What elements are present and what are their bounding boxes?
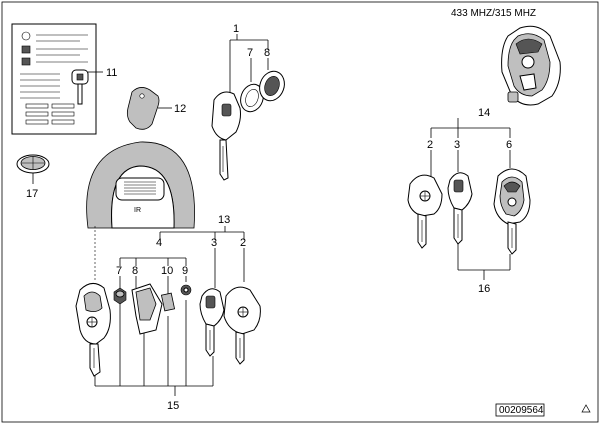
right-key-group-leaders <box>430 118 511 280</box>
contact-plate <box>160 292 176 312</box>
ir-label: IR <box>134 207 141 214</box>
key-2-right <box>407 174 443 249</box>
callout-3a: 3 <box>454 139 460 151</box>
callout-2a: 2 <box>427 139 433 151</box>
callout-10: 10 <box>161 265 173 277</box>
callout-9: 9 <box>182 265 188 277</box>
callout-2b: 2 <box>240 237 246 249</box>
drawing-number-box: 00209564 <box>495 403 545 417</box>
callout-7a: 7 <box>247 47 253 59</box>
remote-battery-cover <box>126 87 172 130</box>
callout-14: 14 <box>478 107 490 119</box>
callout-8a: 8 <box>264 47 270 59</box>
remote-key-large <box>75 283 111 377</box>
callout-15: 15 <box>167 400 179 412</box>
callout-12: 12 <box>174 103 186 115</box>
top-key-group-leaders <box>229 34 269 96</box>
remote-key-top-view <box>501 25 561 106</box>
callout-17: 17 <box>26 188 38 200</box>
key-ring-washer <box>240 83 264 113</box>
callout-16: 16 <box>478 283 490 295</box>
callout-6a: 6 <box>506 139 512 151</box>
callout-3b: 3 <box>211 237 217 249</box>
callout-7b: 7 <box>116 265 122 277</box>
callout-13: 13 <box>218 214 230 226</box>
key-with-housing-top <box>211 91 241 181</box>
ir-receiver-ring <box>86 141 195 229</box>
callout-8b: 8 <box>132 265 138 277</box>
key-6-right-remote <box>493 168 531 255</box>
bottom-key-group-leaders <box>94 226 245 396</box>
frequency-header: 433 MHZ/315 MHZ <box>451 8 536 19</box>
callout-1: 1 <box>233 23 239 35</box>
callout-4: 4 <box>156 237 162 249</box>
key-3-bottom <box>199 288 225 357</box>
ir-window-grille <box>124 181 156 195</box>
key-blade-clip <box>131 283 163 335</box>
key-cap-ring <box>259 70 285 102</box>
drawing-number: 00209564 <box>499 405 544 416</box>
key-2-bottom <box>223 286 261 365</box>
housing-screw <box>180 284 192 296</box>
callout-11: 11 <box>106 67 117 79</box>
roundel-emblem <box>16 154 50 184</box>
key-documentation-card <box>11 23 103 135</box>
small-nut <box>113 287 127 305</box>
triangle-marker-icon <box>581 404 591 413</box>
key-3-right <box>447 172 473 245</box>
